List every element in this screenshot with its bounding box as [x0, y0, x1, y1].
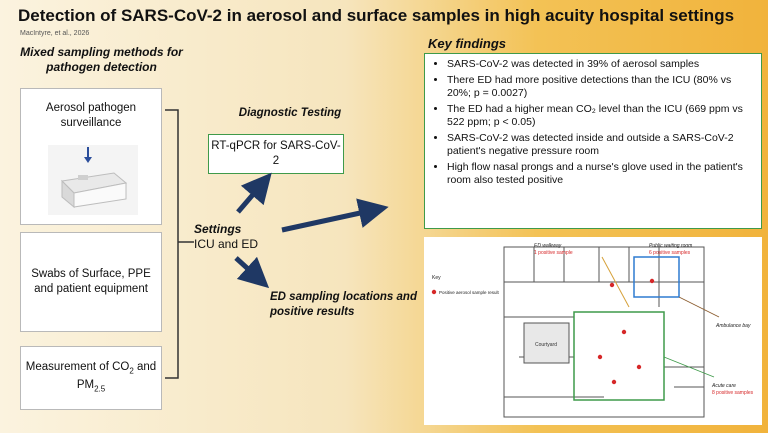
acute-care-pointer — [663, 356, 715, 378]
map-key-dot — [431, 289, 437, 295]
positive-sample-marker — [636, 364, 642, 370]
aerosol-surveillance-label: Aerosol pathogen surveillance — [45, 102, 137, 129]
positive-sample-marker — [597, 354, 603, 360]
finding-item: The ED had a higher mean CO₂ level than … — [447, 103, 755, 130]
finding-item: SARS-CoV-2 was detected inside and outsi… — [447, 132, 755, 159]
finding-item: There ED had more positive detections th… — [447, 74, 755, 101]
courtyard — [523, 322, 570, 364]
finding-item: SARS-CoV-2 was detected in 39% of aeroso… — [447, 58, 755, 72]
public-waiting-count: 6 positive samples — [649, 250, 691, 256]
author-citation: MacIntyre, et al., 2026 — [20, 30, 90, 37]
settings-label: Settings ICU and ED — [194, 222, 259, 251]
positive-sample-marker — [621, 329, 627, 335]
measurement-box: Measurement of CO2 and PM2.5 — [20, 346, 162, 410]
sampling-methods-heading: Mixed sampling methods for pathogen dete… — [20, 45, 183, 74]
public-waiting-room-outline — [633, 256, 680, 298]
measurement-label: Measurement of CO2 and PM2.5 — [25, 360, 157, 394]
public-waiting-label: Public waiting room — [649, 243, 692, 249]
positive-sample-marker — [649, 278, 655, 284]
arrow-to-rtpcr — [236, 172, 272, 214]
rtpcr-label: RT-qPCR for SARS-CoV-2 — [211, 140, 341, 167]
key-findings-list: SARS-CoV-2 was detected in 39% of aeroso… — [425, 58, 755, 188]
ambulance-pointer — [678, 296, 720, 318]
page-title: Detection of SARS-CoV-2 in aerosol and s… — [18, 6, 735, 25]
key-findings-heading: Key findings — [428, 36, 507, 51]
ed-sampling-heading: ED sampling locations and positive resul… — [270, 291, 417, 318]
ed-walkway-count: 1 positive sample — [534, 250, 573, 256]
diagnostic-testing-heading: Diagnostic Testing — [238, 107, 342, 119]
ed-floor-plan: Courtyard ED walkway 1 positive sample P… — [424, 237, 762, 425]
ambulance-label: Ambulance bay — [715, 323, 751, 329]
map-key-item: Positive aerosol sample result — [439, 290, 500, 295]
acute-care-label: Acute care — [711, 383, 736, 389]
swabs-box: Swabs of Surface, PPE and patient equipm… — [20, 232, 162, 332]
acute-care-outline — [573, 311, 665, 401]
positive-sample-marker — [609, 282, 615, 288]
rtpcr-box: RT-qPCR for SARS-CoV-2 — [208, 134, 344, 174]
ed-walkway-label: ED walkway — [534, 243, 562, 249]
positive-sample-marker — [611, 379, 617, 385]
aerosol-sampler-image — [48, 145, 138, 215]
swabs-label: Swabs of Surface, PPE and patient equipm… — [31, 268, 151, 295]
arrow-to-findings — [281, 198, 389, 233]
acute-care-count: 8 positive samples — [712, 390, 754, 396]
arrow-to-ed-sampling — [234, 256, 270, 289]
courtyard-label: Courtyard — [535, 342, 557, 348]
finding-item: High flow nasal prongs and a nurse's glo… — [447, 161, 755, 188]
map-key-title: Key — [432, 275, 441, 281]
key-findings-box: SARS-CoV-2 was detected in 39% of aeroso… — [424, 53, 762, 229]
ed-walkway-line — [601, 256, 630, 308]
